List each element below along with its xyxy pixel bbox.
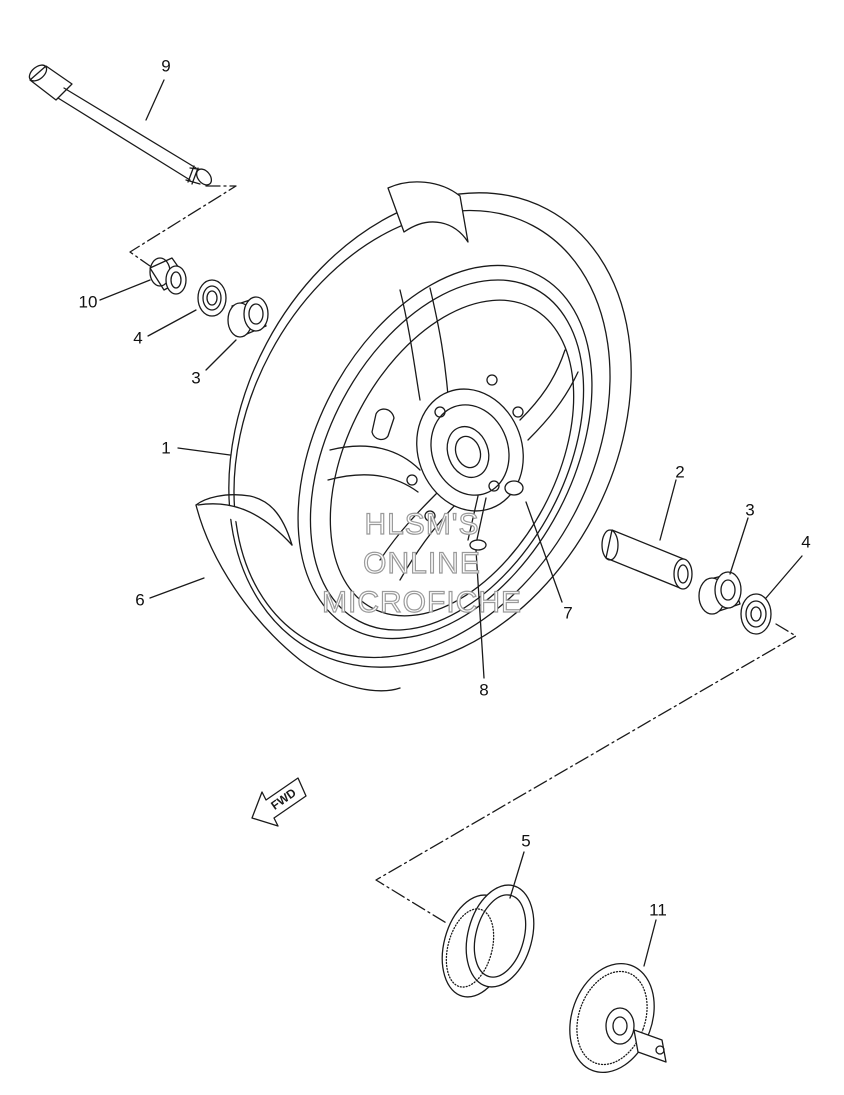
callout-3-right: 3 [745, 500, 755, 520]
leader-line-lower [375, 623, 797, 925]
callout-5: 5 [521, 831, 531, 851]
watermark-line-2: ONLINE [363, 547, 481, 580]
oil-seal-right [740, 593, 772, 635]
callout-2: 2 [675, 462, 685, 482]
callout-9: 9 [161, 56, 171, 76]
gear-ring-5 [441, 884, 535, 998]
oil-seal-left [197, 279, 227, 317]
callout-4-left: 4 [133, 328, 143, 348]
callout-8: 8 [479, 680, 489, 700]
collar-10 [149, 257, 187, 295]
spacer-right [601, 529, 693, 590]
callout-leaders [99, 79, 803, 967]
watermark-line-3: MICROFICHE [321, 586, 522, 619]
callout-7: 7 [563, 603, 573, 623]
callout-1: 1 [161, 438, 171, 458]
callout-4-right: 4 [801, 532, 811, 552]
leader-line-axle [129, 185, 237, 267]
meter-gear-unit-11 [569, 962, 667, 1074]
front-axle [28, 64, 213, 186]
fwd-arrow: FWD [251, 777, 307, 827]
bearing-right [698, 571, 742, 615]
callout-10: 10 [78, 292, 98, 312]
bearing-left [227, 296, 269, 338]
callout-6: 6 [135, 590, 145, 610]
tire-and-wheel [195, 181, 632, 692]
callout-3-left: 3 [191, 368, 201, 388]
watermark-line-1: HLSM'S [364, 508, 480, 541]
callout-11: 11 [649, 900, 667, 920]
